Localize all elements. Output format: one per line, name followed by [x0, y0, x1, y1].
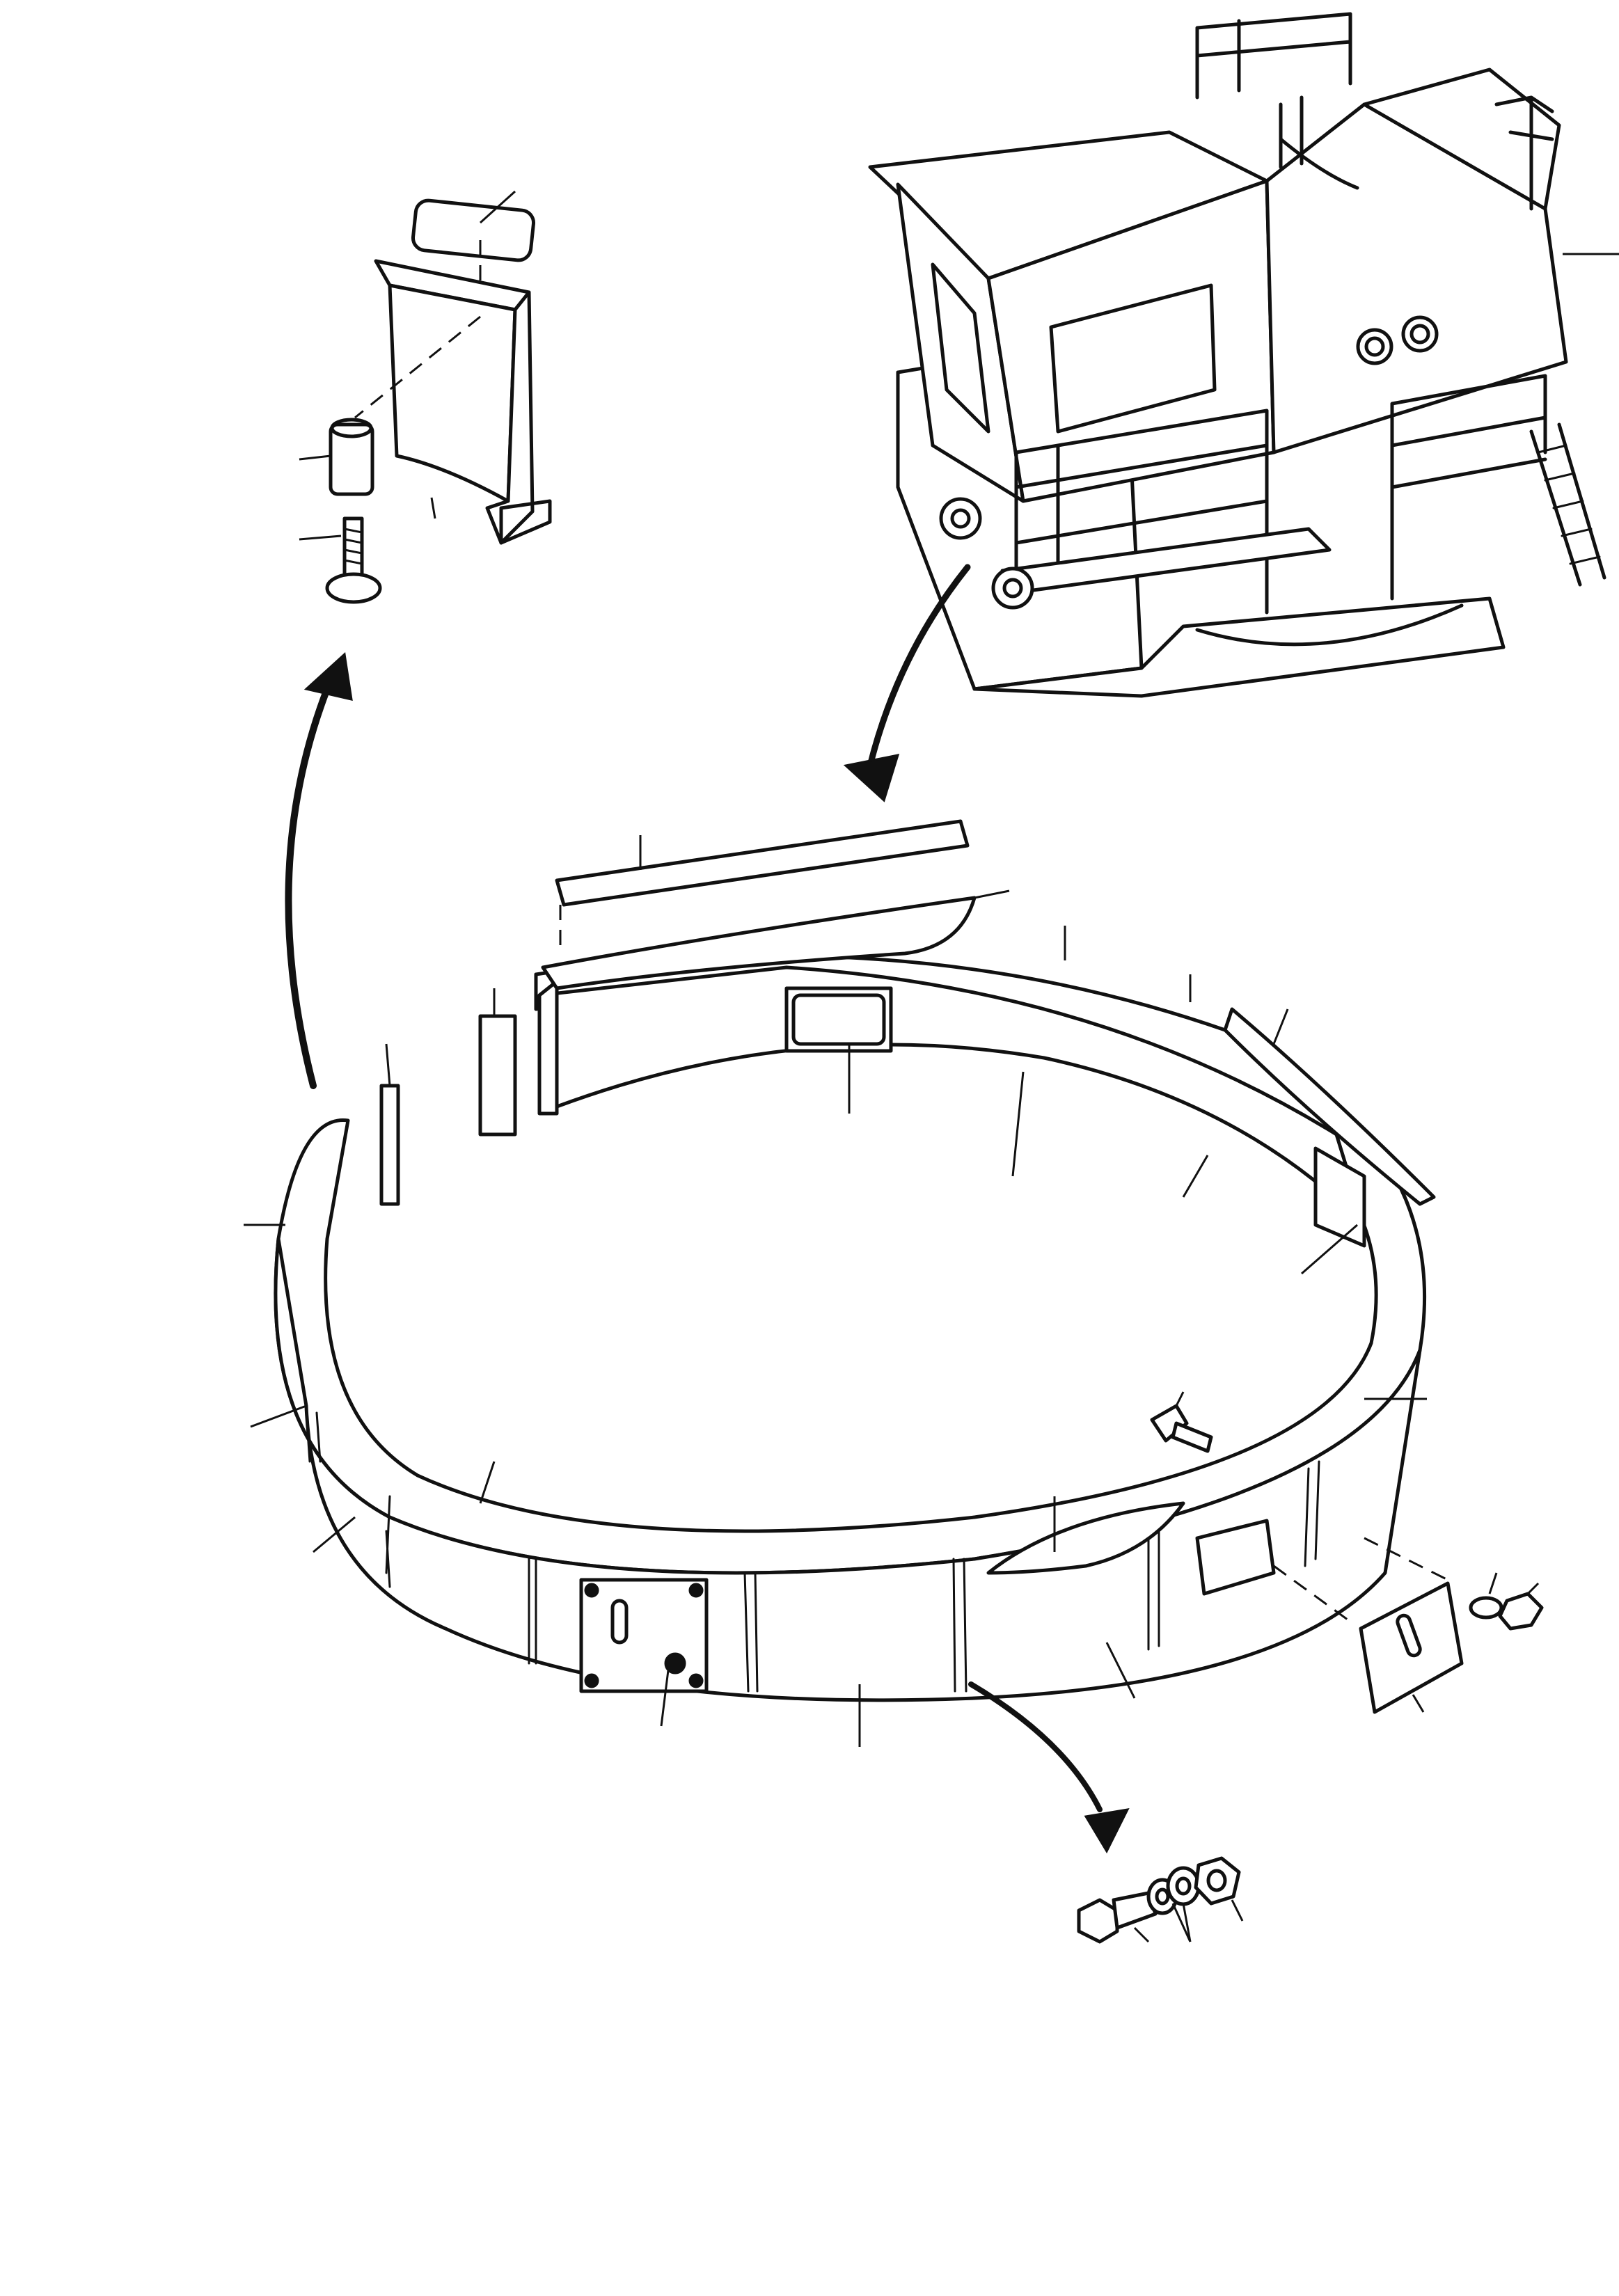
- side-slot-window: [1195, 1519, 1276, 1596]
- bolt-washer-nut-set: [1077, 1856, 1244, 1944]
- arrow-head-up: [303, 652, 353, 701]
- plate-nut: [1498, 1592, 1544, 1631]
- boom-pin-lower: [991, 567, 1034, 610]
- rib: [952, 1558, 968, 1693]
- rib: [528, 1558, 537, 1665]
- bracket-bolt-head: [325, 572, 382, 604]
- ring-guard-assembly: [244, 819, 1436, 1747]
- inner-bolt-head: [1150, 1404, 1189, 1443]
- rib: [385, 1495, 391, 1588]
- engine-housing: [1265, 102, 1568, 454]
- ring-top-rim: [274, 953, 1426, 1575]
- rib: [743, 1571, 759, 1693]
- cover-strip-lower: [541, 896, 977, 990]
- bracket-pad: [411, 198, 536, 262]
- right-guard-plate: [1223, 1007, 1436, 1206]
- exhaust-pipes: [1279, 95, 1359, 190]
- vent-circle-left: [1356, 328, 1393, 365]
- rear-inspection-window: [784, 986, 893, 1053]
- front-access-plate: [579, 1578, 709, 1693]
- ring-end-flange: [537, 979, 559, 1116]
- arrow-machine-to-ring: [843, 564, 971, 802]
- arrow-ring-to-bolt-set: [968, 1681, 1130, 1854]
- side-window-right: [1313, 1146, 1366, 1248]
- bolt-head: [1077, 1898, 1119, 1944]
- engine-top: [1362, 68, 1561, 211]
- guard-bracket-detail: [299, 190, 552, 604]
- hex-nut: [1194, 1856, 1241, 1906]
- plate-washer: [1469, 1596, 1503, 1620]
- bolt-shank: [1112, 1891, 1158, 1930]
- inner-bolt-shank: [1171, 1421, 1213, 1453]
- rib: [305, 1411, 322, 1463]
- cover-plate: [1359, 1581, 1464, 1714]
- cover-strip-upper: [555, 819, 970, 907]
- machine-base-lower-edge: [972, 596, 1506, 698]
- walkway-handrail-side: [1390, 374, 1547, 601]
- arrow-head-bolt: [1084, 1808, 1130, 1854]
- top-handrail: [1195, 12, 1352, 100]
- rib: [1304, 1460, 1320, 1567]
- rear-handrail: [1494, 95, 1554, 211]
- arrow-head-down: [843, 754, 900, 802]
- rib: [1147, 1526, 1160, 1651]
- cab-side-window: [931, 262, 990, 434]
- cab-window: [1049, 283, 1217, 434]
- shim-strip: [379, 1084, 400, 1206]
- ring-inner-rear-wall: [537, 965, 1366, 1227]
- arrow-ring-to-bracket: [285, 652, 353, 1089]
- bracket-plate: [388, 283, 517, 503]
- washer-2: [1166, 1866, 1201, 1906]
- boom-pin-upper: [939, 497, 982, 540]
- cover-plate-detail: [1273, 1537, 1544, 1714]
- shim-plate: [478, 1014, 517, 1137]
- vent-circle-right: [1401, 315, 1439, 353]
- machine-upper-structure: [868, 12, 1619, 698]
- walkway-handrail-front: [1014, 409, 1269, 615]
- spacer-sleeve: [329, 422, 374, 496]
- machine-turntable: [1195, 603, 1464, 647]
- bracket-bolt-shank: [342, 516, 364, 580]
- bracket-foot: [499, 499, 552, 545]
- ring-outer-skirt: [274, 1237, 1422, 1702]
